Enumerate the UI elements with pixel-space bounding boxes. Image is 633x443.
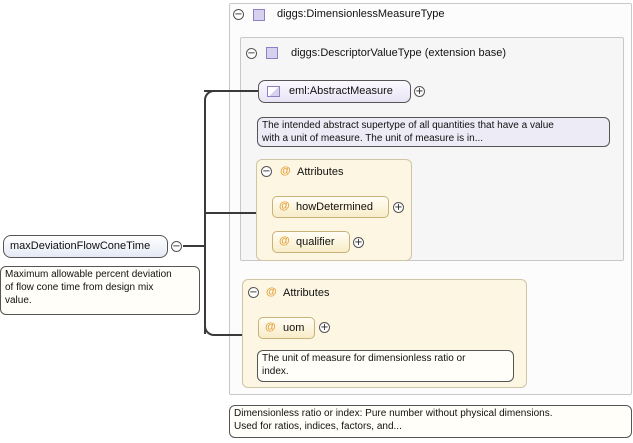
base-collapse-toggle[interactable]: −: [246, 48, 257, 59]
attribute-uom-box[interactable]: [258, 317, 315, 339]
type-name: diggs:DimensionlessMeasureType: [277, 8, 445, 20]
connector-to-uom: [214, 334, 258, 336]
base-type-name: diggs:DescriptorValueType (extension bas…: [291, 47, 507, 59]
abstract-measure-name: eml:AbstractMeasure: [289, 85, 393, 97]
base-attributes-collapse-toggle[interactable]: −: [261, 166, 272, 177]
connector-element-out: [183, 245, 206, 247]
connector-corner-bottom: [204, 324, 218, 336]
type-attributes-title: Attributes: [283, 287, 330, 299]
attribute-qualifier-name: qualifier: [296, 236, 335, 248]
abstract-measure-box[interactable]: [258, 80, 411, 103]
attribute-howdetermined-expand-toggle[interactable]: +: [393, 202, 404, 213]
attribute-uom-name: uom: [283, 322, 305, 334]
type-attributes-collapse-toggle[interactable]: −: [248, 287, 259, 298]
attribute-icon: @: [265, 321, 276, 333]
element-documentation: Maximum allowable percent deviation of f…: [0, 266, 200, 315]
type-collapse-toggle[interactable]: −: [233, 9, 244, 20]
attribute-howdetermined-box[interactable]: [272, 196, 389, 218]
abstract-type-icon: [267, 86, 280, 97]
attribute-howdetermined-name: howDetermined: [296, 201, 374, 213]
attribute-uom-expand-toggle[interactable]: +: [319, 322, 330, 333]
connector-to-abstract: [204, 90, 260, 92]
connector-trunk: [204, 100, 206, 334]
attribute-qualifier-box[interactable]: [272, 231, 350, 253]
complex-type-icon: [253, 9, 265, 21]
type-documentation: Dimensionless ratio or index: Pure numbe…: [229, 405, 632, 438]
attribute-icon: @: [279, 235, 290, 247]
abstract-measure-documentation: The intended abstract supertype of all q…: [257, 117, 610, 147]
element-name: maxDeviationFlowConeTime: [10, 240, 151, 252]
abstract-measure-expand-toggle[interactable]: +: [414, 86, 425, 97]
element-box[interactable]: [3, 235, 168, 258]
attribute-qualifier-expand-toggle[interactable]: +: [353, 237, 364, 248]
uom-documentation: The unit of measure for dimensionless ra…: [257, 350, 514, 382]
attribute-icon: @: [279, 200, 290, 212]
connector-corner-top: [204, 90, 218, 104]
base-attributes-title: Attributes: [297, 166, 344, 178]
connector-to-attributes: [204, 212, 257, 214]
attribute-group-icon: @: [266, 286, 277, 298]
attribute-group-icon: @: [280, 165, 291, 177]
element-collapse-toggle[interactable]: −: [171, 241, 182, 252]
base-type-icon: [266, 47, 278, 59]
